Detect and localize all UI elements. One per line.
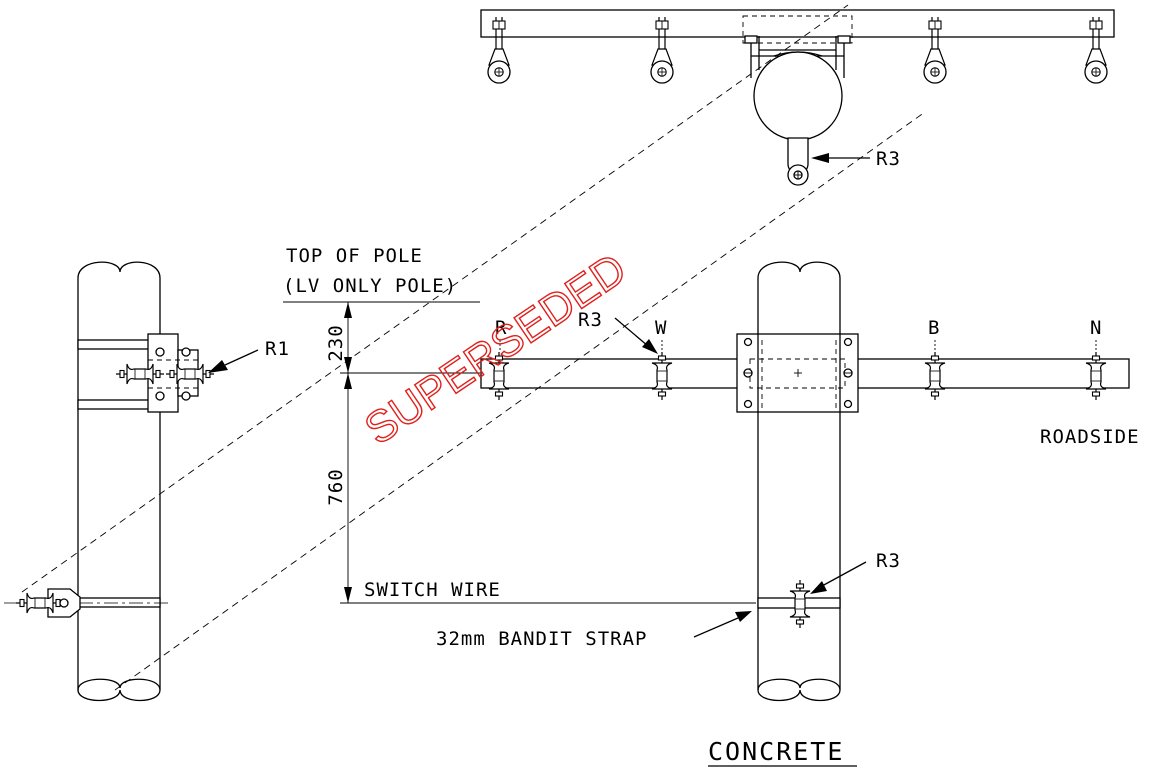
roadside-label: ROADSIDE [1040, 426, 1140, 448]
drawing-title: CONCRETE [708, 737, 844, 766]
front-pole-outline [757, 278, 841, 690]
plan-pole-section [753, 51, 843, 141]
phase-label-w: W [655, 317, 667, 339]
plan-view: R3 [480, 9, 1115, 186]
phase-label-r: R [495, 317, 507, 339]
dim-230: 230 [325, 324, 347, 361]
ref-r3-crossarm: R3 [578, 309, 603, 331]
side-view: R1 [4, 261, 290, 702]
dim-760: 760 [325, 468, 347, 505]
dimensions: 230 760 TOP OF POLE (LV ONLY POLE) SWITC… [283, 245, 756, 604]
plan-crossarm [480, 9, 1115, 38]
bandit-strap-label: 32mm BANDIT STRAP [436, 628, 647, 650]
phase-label-n: N [1090, 317, 1102, 339]
front-elevation: R W B N R3 ROADSIDE R3 32mm BANDIT STRAP… [436, 261, 1140, 767]
switch-wire-label: SWITCH WIRE [364, 579, 501, 601]
ref-r3-plan: R3 [876, 148, 901, 170]
ref-r3-switch: R3 [876, 550, 901, 572]
projection-lines [21, 4, 926, 691]
phase-label-b: B [928, 317, 940, 339]
lv-only-pole-label: (LV ONLY POLE) [283, 275, 457, 297]
ref-r1: R1 [265, 338, 290, 360]
top-of-pole-label: TOP OF POLE [286, 245, 423, 267]
